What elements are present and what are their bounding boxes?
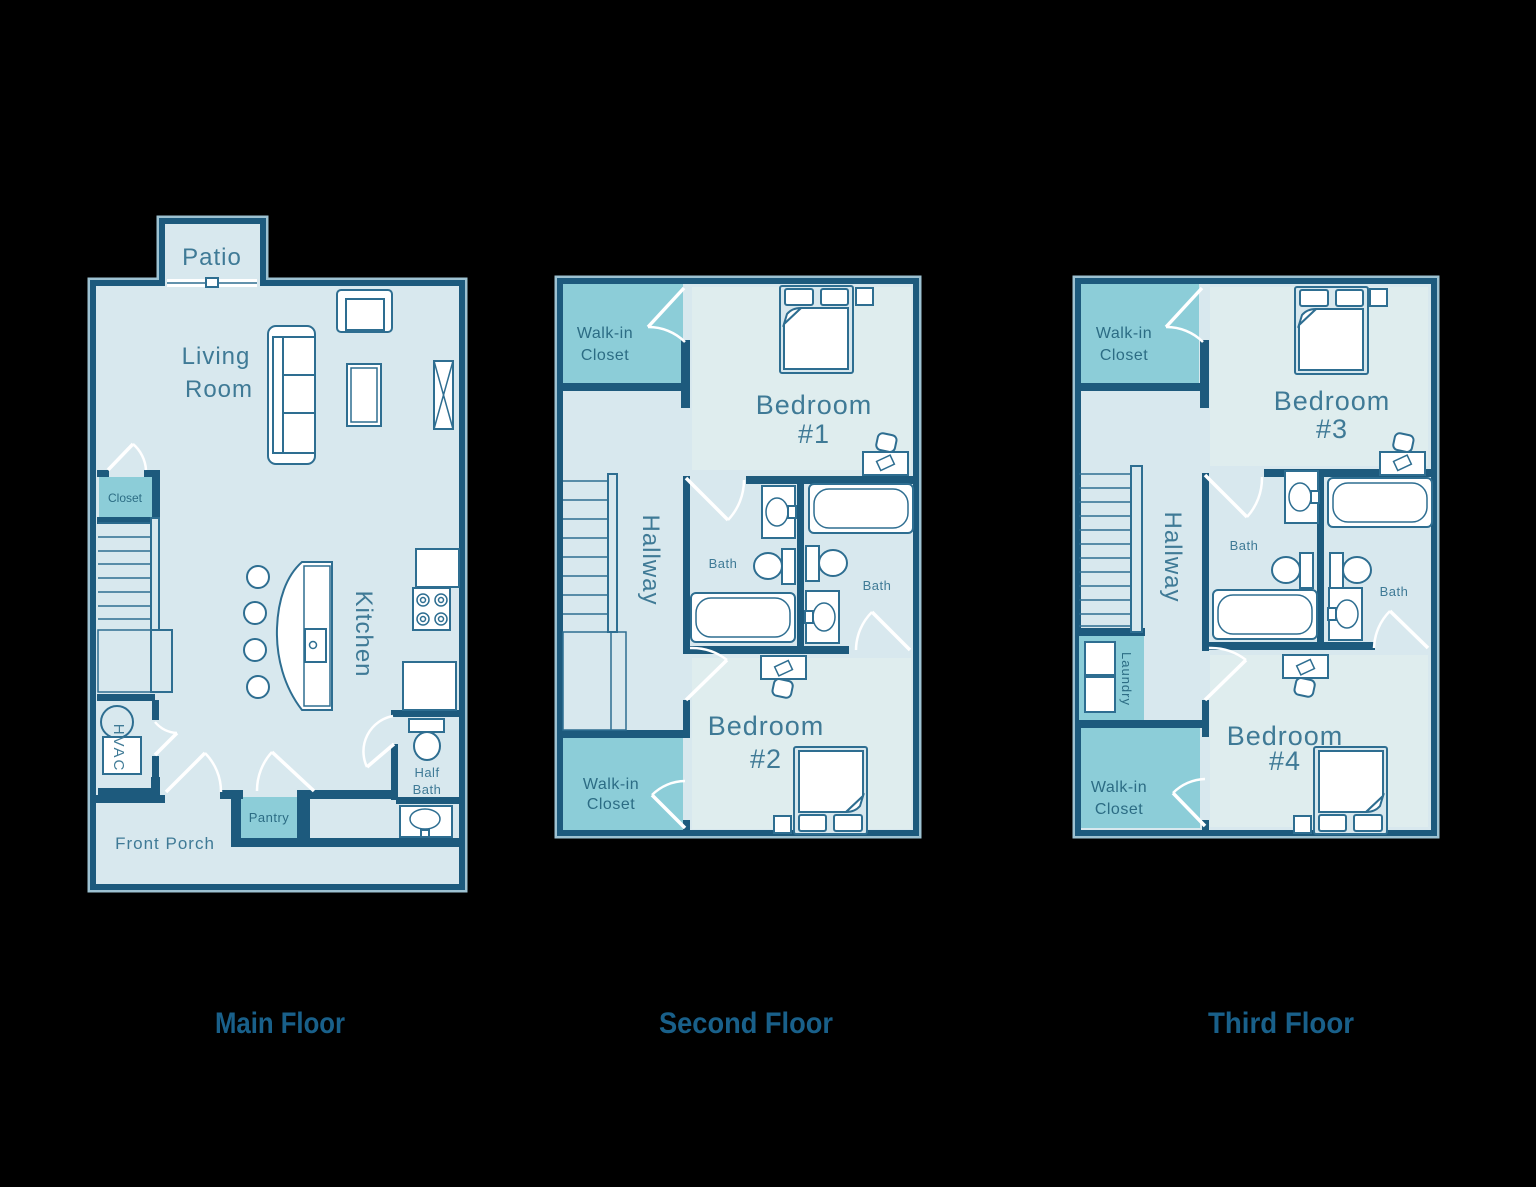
floor-caption: Main Floor (215, 1007, 345, 1040)
room-label: #2 (750, 744, 782, 774)
room-label: Walk-in (1096, 325, 1152, 342)
walkin-closet-room (1081, 728, 1200, 828)
door-arc-icons (106, 442, 396, 794)
room-label: Bath (1230, 538, 1259, 553)
main-floor-plan: Patio Living Room Closet HVAC Kitchen Ha… (87, 215, 468, 893)
floor-caption: Third Floor (1208, 1007, 1354, 1040)
nightstand-icon (1293, 815, 1312, 834)
hvac-unit-icon (100, 705, 142, 775)
third-floor-plan: Walk-in Closet Bedroom #3 Hallway Bath B… (1072, 275, 1440, 839)
interior-walls (1078, 340, 1434, 833)
coffee-table-icon (346, 363, 382, 427)
bed-icon (1313, 746, 1388, 835)
room-label: Walk-in (577, 325, 633, 342)
bathtub-icon (690, 592, 796, 643)
room-label: Front Porch (115, 834, 215, 853)
bed-icon (1294, 286, 1369, 375)
sofa-icon (267, 325, 316, 465)
sliding-door-icon (167, 277, 257, 288)
bathtub-icon (1327, 477, 1433, 528)
room-label: #1 (798, 419, 830, 449)
bathtub-icon (808, 483, 914, 534)
interior-walls (560, 340, 916, 833)
room-label: Hallway (1159, 511, 1186, 602)
door-arc-icons (1164, 286, 1430, 828)
bathtub-icon (1212, 589, 1318, 640)
nightstand-icon (1369, 288, 1388, 307)
room-label: Hallway (637, 514, 664, 605)
room-label: Bath (413, 782, 442, 797)
room-label: Bedroom (1274, 386, 1391, 416)
bed-icon (779, 285, 854, 374)
walkin-closet-room (563, 738, 683, 830)
walkin-closet-room (563, 284, 683, 385)
stairs-icon (1079, 465, 1143, 633)
room-label: Bath (1380, 584, 1409, 599)
door-arc-icons (646, 286, 912, 830)
kitchen-island-icon (275, 561, 333, 711)
room-label: Closet (587, 796, 635, 813)
washer-dryer-icon (1084, 641, 1116, 713)
room-label: #4 (1269, 746, 1301, 776)
stove-icon (412, 587, 451, 631)
room-label: Bedroom (1227, 721, 1344, 751)
sink-vanity-icon (1327, 587, 1363, 641)
sink-vanity-icon (761, 485, 797, 539)
room-label: Closet (1095, 801, 1143, 818)
floor-caption: Second Floor (659, 1007, 833, 1040)
stairs-icon (562, 473, 627, 731)
room-label: Patio (182, 244, 242, 271)
cabinet-icon (402, 661, 457, 711)
room-label: Closet (108, 491, 143, 505)
interior-walls (95, 470, 462, 847)
bathroom-sink-icon (399, 805, 453, 838)
room-label: Bath (863, 578, 892, 593)
room-label: HVAC (110, 724, 127, 773)
room-label: Room (185, 376, 253, 403)
room-label: Laundry (1119, 652, 1134, 706)
armchair-icon (336, 289, 393, 333)
fridge-icon (433, 360, 454, 430)
room-label: Closet (581, 347, 629, 364)
room-label: Walk-in (583, 776, 639, 793)
room-label: Bedroom (708, 711, 825, 741)
stairs-icon (97, 517, 173, 693)
nightstand-icon (773, 815, 792, 834)
room-label: Bedroom (756, 390, 873, 420)
sink-vanity-icon (1284, 470, 1320, 524)
room-label: Living (182, 343, 251, 370)
room-label: Closet (1100, 347, 1148, 364)
nightstand-icon (855, 287, 874, 306)
counter-icon (415, 548, 460, 588)
walkin-closet-room (1081, 284, 1199, 385)
closet-room (99, 477, 152, 517)
room-label: Bath (709, 556, 738, 571)
main-floor-outline (90, 218, 465, 890)
room-label: Pantry (249, 810, 290, 825)
pantry-room (241, 797, 297, 838)
sink-vanity-icon (804, 590, 840, 644)
room-label: #3 (1316, 414, 1348, 444)
second-floor-plan: Walk-in Closet Bedroom #1 Hallway Bath B… (554, 275, 922, 839)
bed-icon (793, 746, 868, 835)
room-label: Kitchen (350, 590, 377, 677)
bar-stools-icon (243, 565, 270, 699)
room-label: Walk-in (1091, 779, 1147, 796)
room-label: Half (414, 765, 439, 780)
